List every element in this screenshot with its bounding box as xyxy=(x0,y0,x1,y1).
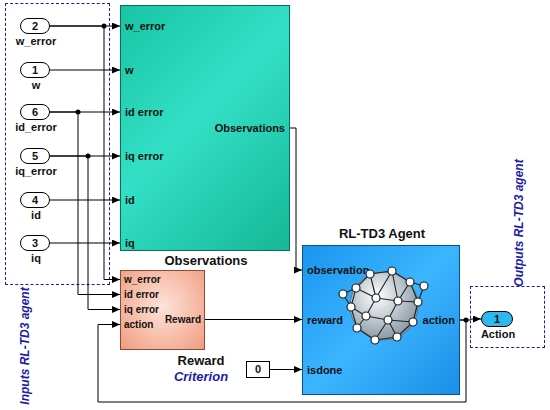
agent-block: RL-TD3 Agentobservationrewardisdoneactio… xyxy=(302,245,460,395)
output-port-label: Reward xyxy=(165,313,201,326)
input-port-label: w xyxy=(125,63,134,77)
signal-name: Action xyxy=(468,328,528,341)
block-title: RL-TD3 Agent xyxy=(303,226,461,242)
inport-block: 5iq_error xyxy=(20,148,50,164)
reward-subsystem: w_errorid erroriq erroractionRewardRewar… xyxy=(120,270,205,350)
input-port-label: observation xyxy=(307,263,369,277)
signal-name: w xyxy=(6,79,66,92)
input-port-label: reward xyxy=(307,313,343,327)
network-links xyxy=(343,271,424,340)
network-neurons xyxy=(339,267,428,344)
outport-block: 1Action xyxy=(481,311,513,327)
signal-wire xyxy=(50,243,120,244)
block-title: Reward xyxy=(166,353,236,369)
junction-dot xyxy=(76,110,81,115)
signal-wire xyxy=(290,128,302,270)
inport-block: 4id xyxy=(20,192,50,208)
input-port-label: iq error xyxy=(125,149,164,163)
signal-wire xyxy=(50,156,120,157)
input-port-label: isdone xyxy=(307,363,342,377)
inport-block: 6id_error xyxy=(20,104,50,120)
port-number: 1 xyxy=(482,312,512,326)
port-number: 3 xyxy=(21,236,49,250)
output-group: Outputs RL-TD3 agent1Action xyxy=(470,286,545,348)
constant-block: 0 xyxy=(246,361,270,378)
port-number: 6 xyxy=(21,105,49,119)
signal-wire xyxy=(205,319,302,320)
inport-block: 1w xyxy=(20,62,50,78)
signal-wire xyxy=(50,70,120,71)
signal-name: iq_error xyxy=(6,165,66,178)
network-sphere xyxy=(350,272,418,340)
signal-name: id_error xyxy=(6,121,66,134)
output-port-label: Observations xyxy=(215,121,285,135)
signal-name: w_error xyxy=(6,35,66,48)
input-port-label: id error xyxy=(125,105,164,119)
constant-value: 0 xyxy=(247,362,269,376)
group-label: Outputs RL-TD3 agent xyxy=(512,159,526,286)
signal-wire xyxy=(50,112,120,113)
input-group: Inputs RL-TD3 agent2w_error1w6id_error5i… xyxy=(5,3,110,285)
signal-wire xyxy=(270,369,302,370)
input-port-label: w_error xyxy=(124,273,161,286)
inport-block: 3iq xyxy=(20,235,50,251)
signal-name: iq xyxy=(6,252,66,265)
port-number: 4 xyxy=(21,193,49,207)
observations-subsystem: w_errorw id error iq error id iq Observations… xyxy=(120,5,290,251)
input-port-label: id xyxy=(125,193,135,207)
signal-wire xyxy=(50,26,120,27)
port-number: 5 xyxy=(21,149,49,163)
input-port-label: action xyxy=(124,318,153,331)
junction-dot xyxy=(102,24,107,29)
input-port-label: w_error xyxy=(125,19,165,33)
port-number: 1 xyxy=(21,63,49,77)
block-subtitle: Criterion xyxy=(166,369,236,385)
input-port-label: iq error xyxy=(124,303,159,316)
group-label: Inputs RL-TD3 agent xyxy=(18,287,32,404)
input-port-label: id error xyxy=(124,288,159,301)
input-port-label: iq xyxy=(125,236,135,250)
block-title: Observations xyxy=(121,253,291,269)
signal-wire xyxy=(50,112,120,295)
signal-wire xyxy=(98,320,466,402)
signal-wire xyxy=(50,200,120,201)
signal-name: id xyxy=(6,209,66,222)
port-number: 2 xyxy=(21,19,49,33)
signal-wire xyxy=(50,26,120,280)
output-port-label: action xyxy=(423,313,455,327)
inport-block: 2w_error xyxy=(20,18,50,34)
signal-wire xyxy=(460,319,481,320)
junction-dot xyxy=(86,154,91,159)
signal-wire xyxy=(50,156,120,310)
junction-dot xyxy=(464,318,469,323)
